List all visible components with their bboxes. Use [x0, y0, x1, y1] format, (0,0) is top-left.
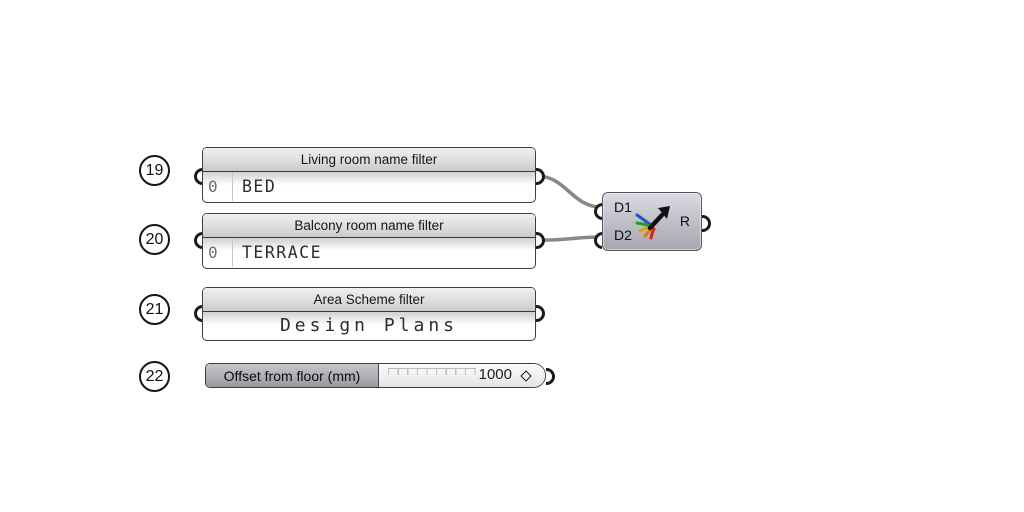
- slider-ruler-ticks: [388, 368, 476, 375]
- panel-body[interactable]: 0 BED: [203, 172, 535, 201]
- merge-icon-arrow-shaft: [647, 212, 665, 231]
- panel-area-scheme-filter[interactable]: Area Scheme filter Design Plans: [193, 287, 545, 341]
- index-badge-19: 19: [139, 155, 170, 186]
- panel-output-grip[interactable]: [536, 168, 545, 185]
- panel-output-grip[interactable]: [536, 305, 545, 322]
- merge-component[interactable]: D1 D2 R: [593, 192, 711, 251]
- merge-output-r-label: R: [679, 213, 690, 229]
- merge-input-d1-grip[interactable]: [593, 203, 602, 220]
- badge-label: 21: [145, 300, 164, 318]
- wire-panel19-to-d1[interactable]: [535, 174, 603, 209]
- panel-row-value: BED: [242, 177, 277, 196]
- badge-label: 19: [145, 161, 164, 179]
- number-slider-offset-from-floor[interactable]: Offset from floor (mm) 1000: [205, 363, 555, 388]
- panel-body[interactable]: Design Plans: [203, 312, 535, 339]
- panel-input-grip[interactable]: [193, 305, 202, 322]
- panel-input-grip[interactable]: [193, 232, 202, 249]
- badge-label: 22: [145, 367, 164, 385]
- index-badge-20: 20: [139, 224, 170, 255]
- index-badge-22: 22: [139, 361, 170, 392]
- slider-label[interactable]: Offset from floor (mm): [206, 364, 379, 387]
- wire-panel20-to-d2[interactable]: [535, 235, 603, 242]
- merge-arrows-icon: [635, 206, 670, 240]
- slider-track[interactable]: 1000: [379, 364, 545, 387]
- merge-output-r-grip[interactable]: [702, 215, 711, 232]
- panel-input-grip[interactable]: [193, 168, 202, 185]
- slider-handle-diamond-icon[interactable]: [520, 369, 532, 382]
- merge-input-d2-label: D2: [614, 227, 632, 243]
- panel-balcony-room-filter[interactable]: Balcony room name filter 0 TERRACE: [193, 213, 545, 269]
- panel-row-index: 0: [203, 172, 233, 201]
- panel-row-index: 0: [203, 238, 233, 267]
- merge-input-d2-grip[interactable]: [593, 232, 602, 249]
- slider-value: 1000: [478, 366, 512, 383]
- panel-value: Design Plans: [279, 315, 459, 336]
- merge-icon-red-stroke: [649, 227, 656, 240]
- badge-label: 20: [145, 230, 164, 248]
- panel-living-room-filter[interactable]: Living room name filter 0 BED: [193, 147, 545, 203]
- panel-title[interactable]: Area Scheme filter: [203, 288, 535, 312]
- panel-output-grip[interactable]: [536, 232, 545, 249]
- panel-body[interactable]: 0 TERRACE: [203, 238, 535, 267]
- panel-title[interactable]: Living room name filter: [203, 148, 535, 172]
- slider-output-grip[interactable]: [546, 368, 555, 385]
- merge-input-d1-label: D1: [614, 199, 632, 215]
- index-badge-21: 21: [139, 294, 170, 325]
- panel-title[interactable]: Balcony room name filter: [203, 214, 535, 238]
- merge-icon-arrow-head: [658, 206, 670, 219]
- panel-row-value: TERRACE: [242, 243, 323, 262]
